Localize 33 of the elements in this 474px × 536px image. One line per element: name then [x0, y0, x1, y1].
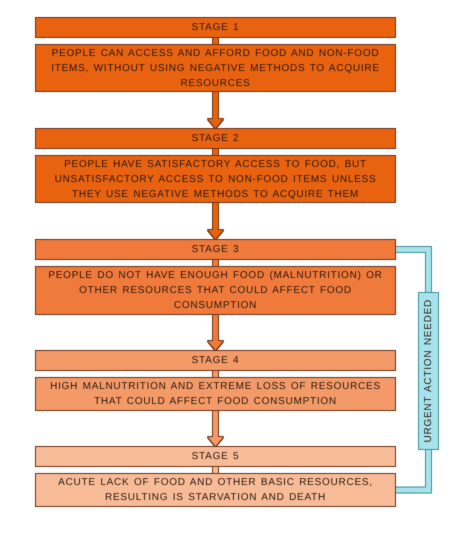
stage-description: PEOPLE CAN ACCESS AND AFFORD FOOD AND NON-FOOD ITEMS, WITHOUT USING NEGATIVE METHODS TO ACQUIRE RESOURCES [50, 46, 381, 90]
stage-box [35, 44, 396, 92]
arrow [208, 203, 223, 239]
connector-line [213, 38, 218, 44]
stage-title: STAGE 5 [192, 450, 240, 464]
connector-line [213, 260, 218, 266]
connector-line [213, 467, 218, 473]
stage-box [35, 473, 396, 507]
stage-header [35, 17, 396, 38]
stage-box [35, 377, 396, 411]
connector-line [396, 247, 431, 292]
stage-title: STAGE 2 [192, 132, 240, 146]
stage-header [35, 128, 396, 149]
connector-line [213, 149, 218, 155]
stage-title: STAGE 4 [192, 354, 240, 368]
stage-title: STAGE 3 [192, 243, 240, 257]
stage-box [35, 155, 396, 203]
stage-description: PEOPLE DO NOT HAVE ENOUGH FOOD (MALNUTRITION) OR OTHER RESOURCES THAT COULD AFFECT FOOD CONSUMPTION [47, 269, 384, 313]
urgent-label: URGENT ACTION NEEDED [422, 299, 434, 443]
stage-header [35, 239, 396, 260]
urgent-label-box [418, 292, 439, 450]
stage-description: ACUTE LACK OF FOOD AND OTHER BASIC RESOURCES, RESULTING IS STARVATION AND DEATH [57, 476, 374, 505]
stage-description: PEOPLE HAVE SATISFACTORY ACCESS TO FOOD, BUT UNSATISFACTORY ACCESS TO NON-FOOD ITEMS UNLESS THEY USE NEGATIVE METHODS TO ACQUIRE THEM [54, 158, 378, 202]
stage-box [35, 266, 396, 315]
stage-description: HIGH MALNUTRITION AND EXTREME LOSS OF RESOURCES THAT COULD AFFECT FOOD CONSUMPTION [49, 380, 382, 409]
stage-title: STAGE 1 [192, 21, 240, 35]
connector-line [396, 450, 431, 492]
arrow [208, 92, 223, 128]
arrow [208, 411, 223, 446]
stage-header [35, 350, 396, 371]
connector-line [213, 371, 218, 377]
arrow [208, 315, 223, 350]
stage-header [35, 446, 396, 467]
